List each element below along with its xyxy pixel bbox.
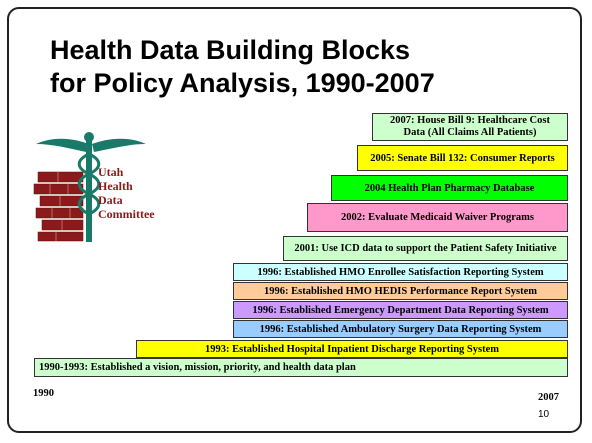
step-2005: 2005: Senate Bill 132: Consumer Reports	[357, 145, 568, 171]
step-label: 1996: Established HMO Enrollee Satisfact…	[257, 266, 544, 278]
step-label: 1996: Established Emergency Department D…	[252, 304, 549, 316]
step-label: 2001: Use ICD data to support the Patien…	[294, 243, 557, 254]
step-2007: 2007: House Bill 9: Healthcare Cost Data…	[372, 113, 568, 141]
logo-text-health: Health	[98, 179, 133, 193]
step-1996-hedis: 1996: Established HMO HEDIS Performance …	[233, 282, 568, 300]
step-label-line2: Data (All Claims All Patients)	[403, 127, 537, 138]
step-2004: 2004 Health Plan Pharmacy Database	[331, 175, 568, 201]
step-1993: 1993: Established Hospital Inpatient Dis…	[136, 340, 568, 358]
step-1990-1993: 1990-1993: Established a vision, mission…	[34, 358, 568, 377]
axis-start-year: 1990	[33, 388, 54, 399]
step-label: 1996: Established Ambulatory Surgery Dat…	[259, 323, 542, 335]
step-label: 1990-1993: Established a vision, mission…	[39, 362, 356, 373]
logo-text-committee: Committee	[98, 207, 155, 221]
axis-end-year: 2007	[538, 392, 559, 403]
slide-title: Health Data Building Blocks for Policy A…	[50, 34, 550, 100]
step-2002: 2002: Evaluate Medicaid Waiver Programs	[307, 203, 568, 232]
title-line-1: Health Data Building Blocks	[50, 35, 411, 65]
step-1996-satisfaction: 1996: Established HMO Enrollee Satisfact…	[233, 263, 568, 281]
step-label: 2004 Health Plan Pharmacy Database	[364, 182, 535, 194]
step-2001: 2001: Use ICD data to support the Patien…	[283, 236, 568, 261]
uhdc-caduceus-logo: Utah Health Data Committee	[33, 132, 155, 242]
step-label: 2002: Evaluate Medicaid Waiver Programs	[340, 212, 535, 223]
logo-text-data: Data	[98, 193, 123, 207]
step-label: 1993: Established Hospital Inpatient Dis…	[204, 343, 499, 355]
title-line-2: for Policy Analysis, 1990-2007	[50, 68, 435, 98]
step-1996-emergency: 1996: Established Emergency Department D…	[233, 301, 568, 319]
step-label: 2005: Senate Bill 132: Consumer Reports	[370, 152, 555, 164]
step-label: 1996: Established HMO HEDIS Performance …	[264, 285, 537, 297]
page-number: 10	[538, 409, 550, 420]
step-1996-ambulatory: 1996: Established Ambulatory Surgery Dat…	[233, 320, 568, 338]
logo-text-utah: Utah	[98, 165, 124, 179]
step-label: 2007: House Bill 9: Healthcare Cost	[390, 115, 550, 126]
